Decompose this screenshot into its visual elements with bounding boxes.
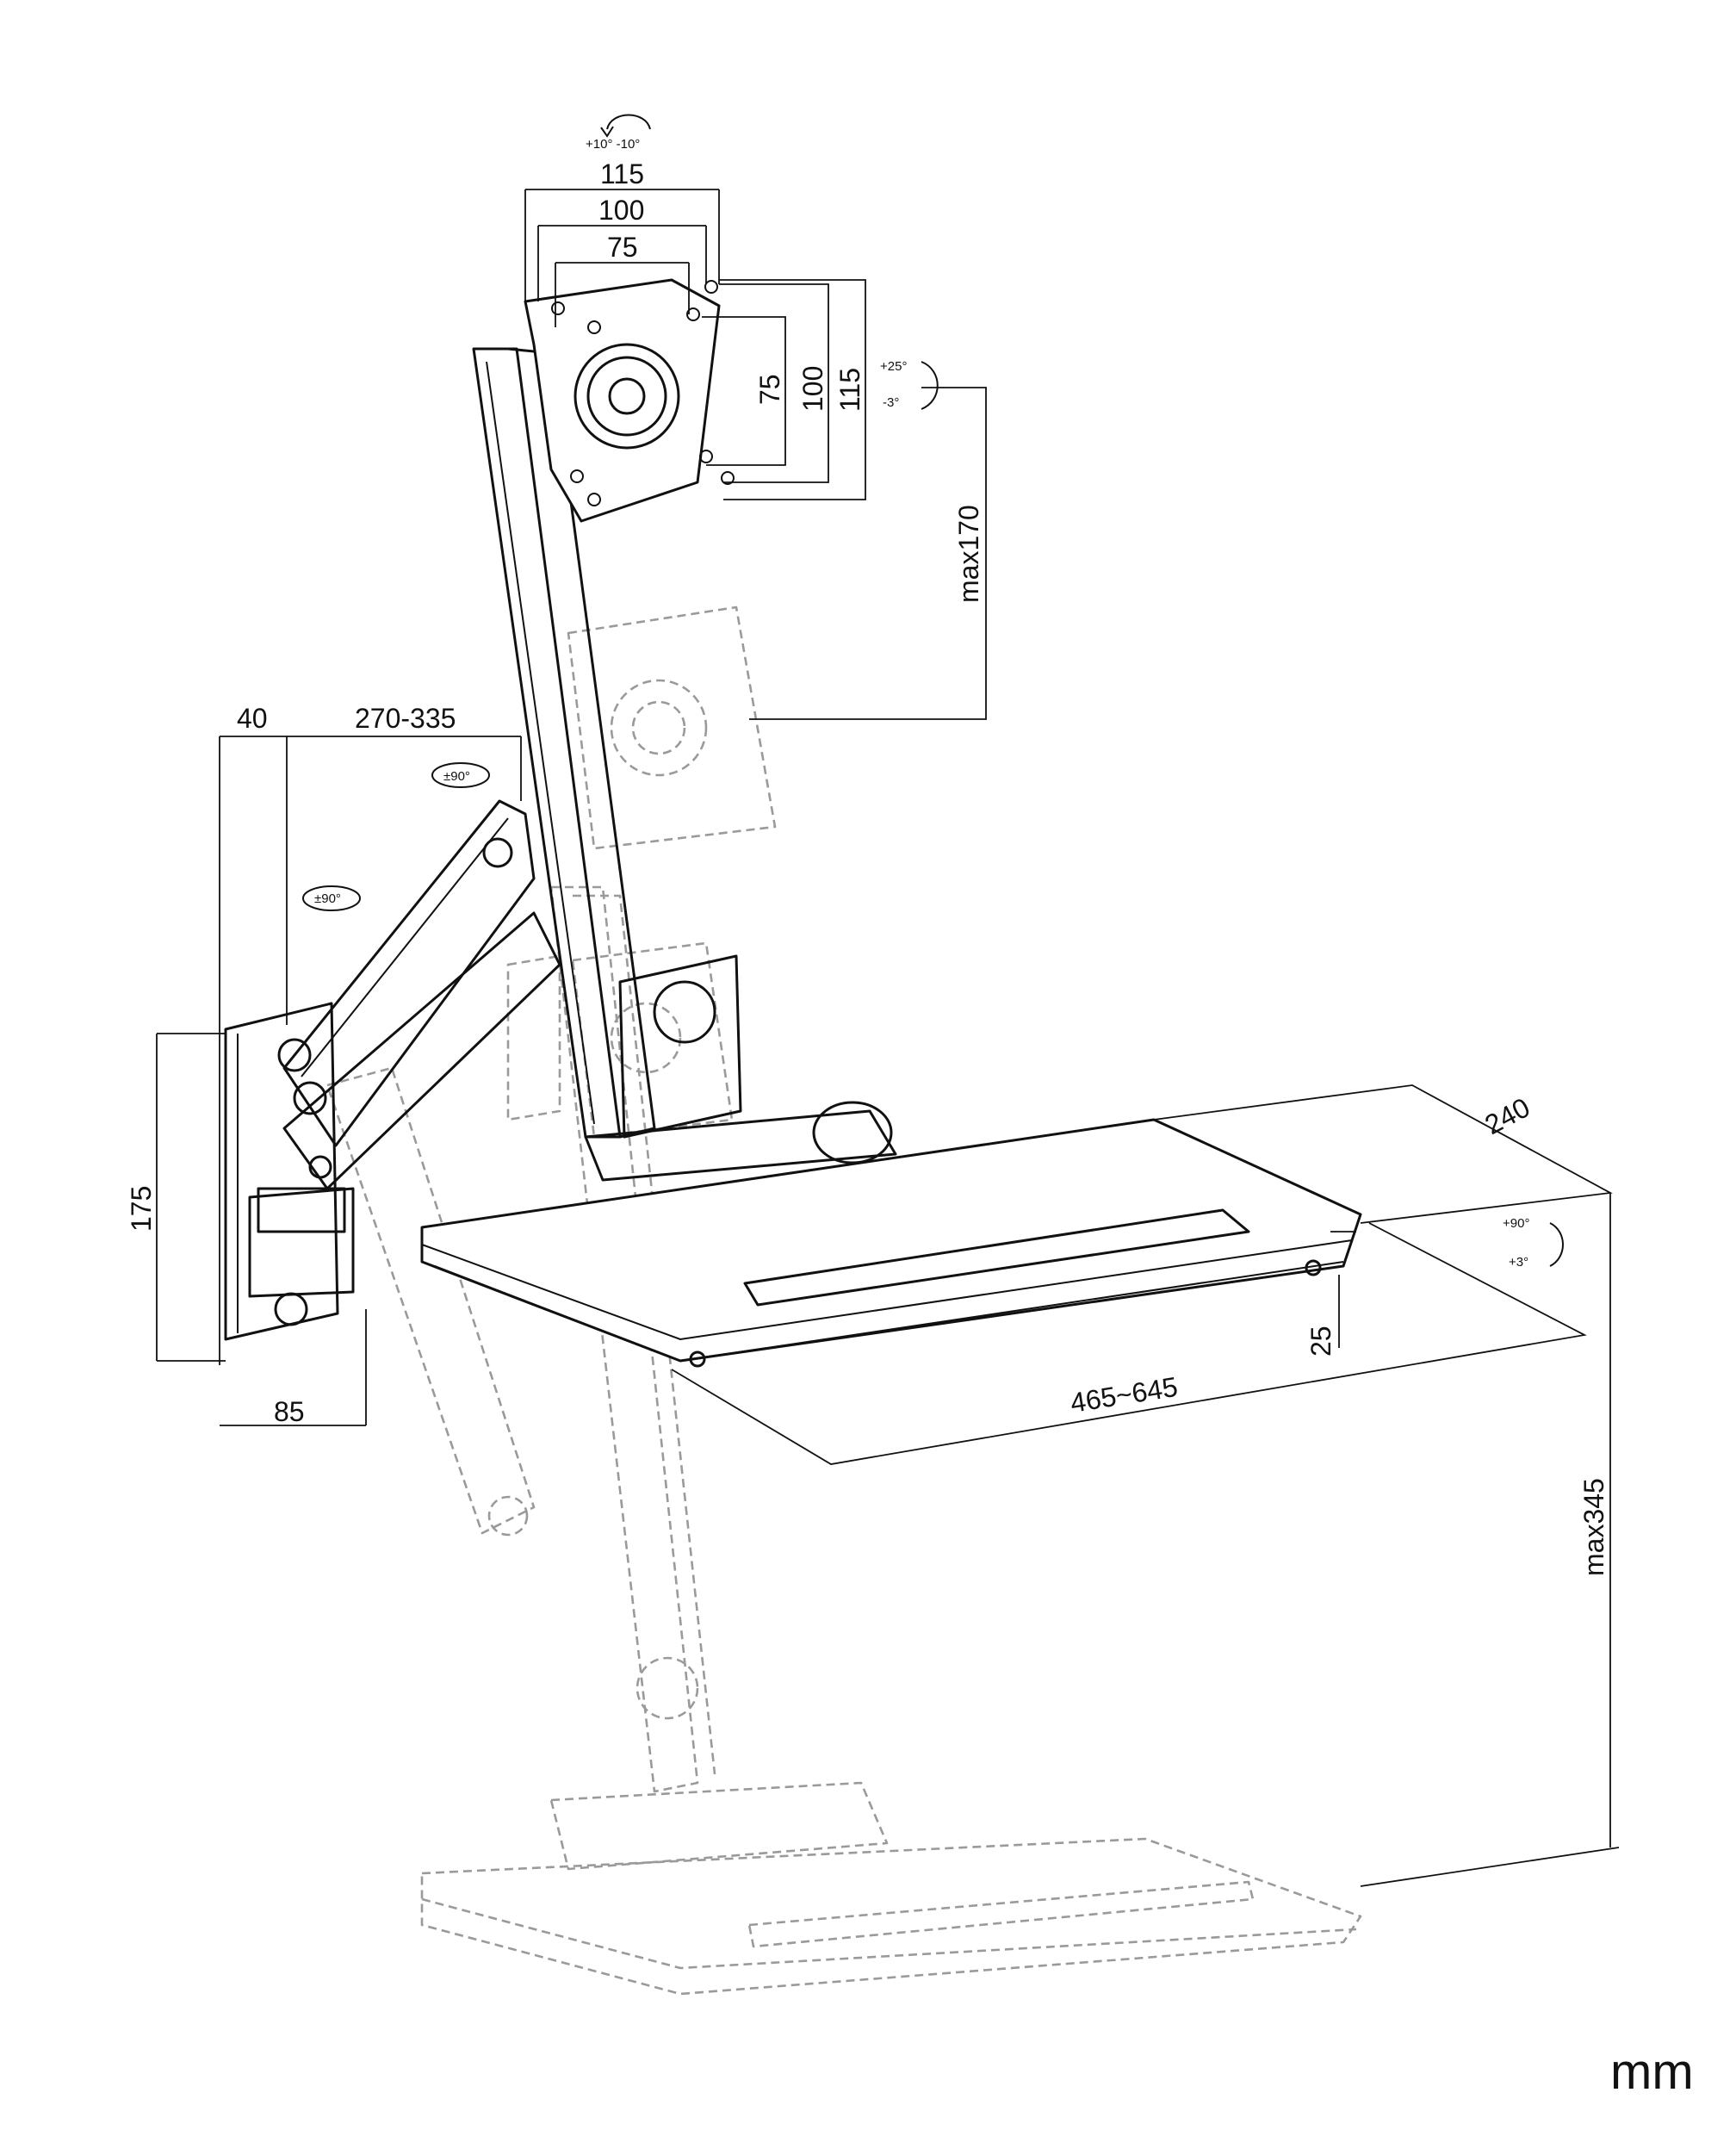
swivel-wall-label: ±90°	[314, 891, 341, 906]
vesa-width-100: 100	[598, 195, 644, 226]
tray-thickness-label: 25	[1305, 1326, 1336, 1357]
vesa-height-75: 75	[754, 374, 785, 405]
monitor-travel-label: max170	[953, 505, 984, 603]
vesa-width-115: 115	[600, 158, 644, 189]
bracket-depth-label: 85	[274, 1396, 305, 1427]
tray-depth-label: 240	[1479, 1091, 1534, 1140]
articulating-arm	[257, 799, 561, 1233]
units-label: mm	[1610, 2044, 1694, 2100]
wall-offset-label: 40	[237, 703, 268, 734]
vesa-plate	[524, 278, 735, 523]
rotation-indicators	[302, 114, 1564, 1267]
vesa-height-115: 115	[834, 368, 865, 412]
arm-reach-label: 270-335	[355, 703, 456, 734]
dimension-lines	[156, 189, 1620, 1887]
keyboard-tray	[420, 1118, 1362, 1368]
wall-bracket	[224, 1002, 355, 1341]
vesa-width-75: 75	[607, 232, 638, 263]
rotation-top-label: +10° -10°	[586, 137, 640, 152]
swivel-arm-label: ±90°	[443, 769, 470, 784]
keyboard-down-label: +3°	[1509, 1255, 1528, 1270]
tilt-up-label: +25°	[880, 359, 907, 374]
tray-width-label: 465~645	[1068, 1371, 1180, 1419]
bracket-height-label: 175	[126, 1186, 157, 1232]
tray-travel-label: max345	[1578, 1478, 1609, 1576]
tilt-down-label: -3°	[883, 395, 899, 410]
vesa-height-100: 100	[797, 366, 828, 412]
keyboard-up-label: +90°	[1503, 1216, 1529, 1231]
dimension-labels: +10° -10° 115 100 75 75 100 115 +25° -3°…	[126, 137, 1694, 2100]
